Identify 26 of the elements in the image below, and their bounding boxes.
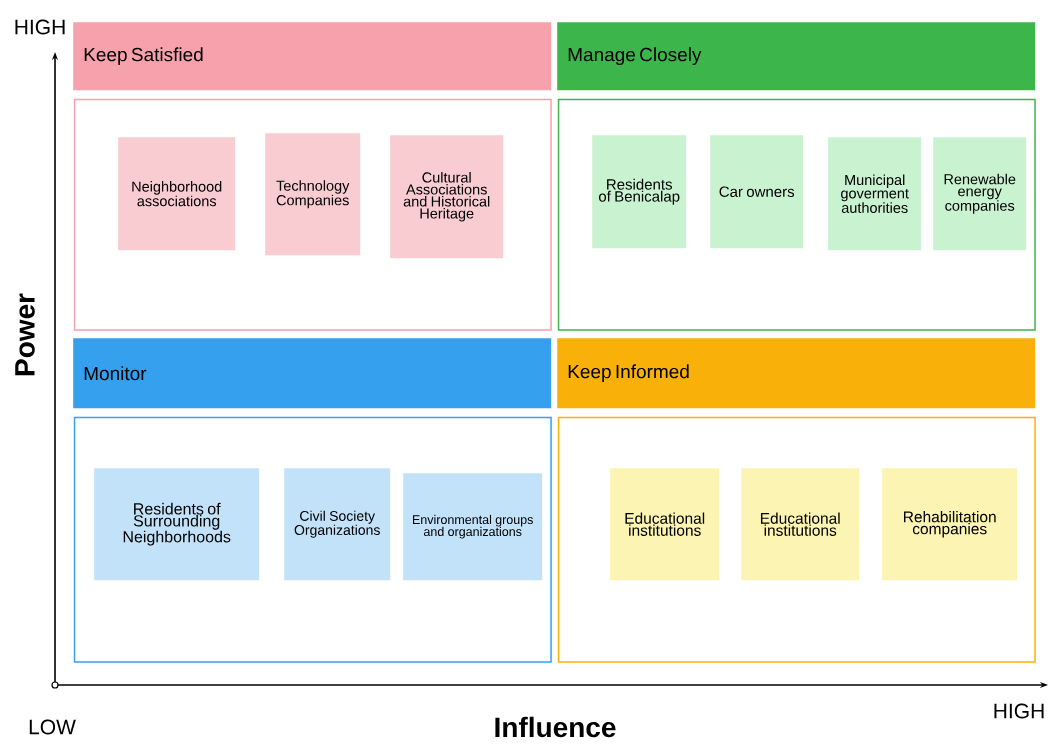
axis-title: Power	[15, 293, 35, 376]
quadrant-header: Monitor	[73, 338, 552, 409]
sticky-note: Municipal goverment authorities	[828, 137, 922, 251]
axis-end-label: LOW	[29, 719, 76, 735]
sticky-note: Residents of Benicalap	[592, 135, 687, 249]
axis-end-label: HIGH	[15, 19, 65, 35]
sticky-note: Car owners	[710, 135, 804, 249]
quadrant-panel	[73, 98, 552, 331]
quadrant-panel	[557, 416, 1036, 663]
quadrant-panel	[557, 98, 1036, 331]
axis-end-label: HIGH	[994, 703, 1044, 719]
sticky-note: Civil Society Organizations	[284, 468, 391, 581]
sticky-note: Technology Companies	[265, 133, 361, 256]
sticky-note: Educational institutions	[741, 468, 860, 581]
sticky-note: Educational institutions	[610, 468, 720, 581]
sticky-note: Renewable energy companies	[933, 137, 1027, 251]
sticky-note: Environmental groups and organizations	[403, 473, 543, 581]
sticky-note: Cultural Associations and Historical Heritage	[390, 135, 504, 259]
quadrant-header: Manage Closely	[557, 22, 1036, 91]
quadrant-panel	[73, 416, 552, 663]
sticky-note: Rehabilitation companies	[882, 468, 1018, 581]
quadrant-header: Keep Satisfied	[73, 22, 552, 91]
axis-title: Influence	[495, 716, 616, 738]
sticky-note: Neighborhood associations	[118, 137, 236, 251]
quadrant-header: Keep Informed	[557, 338, 1036, 409]
sticky-note: Residents of Surrounding Neighborhoods	[94, 468, 260, 581]
